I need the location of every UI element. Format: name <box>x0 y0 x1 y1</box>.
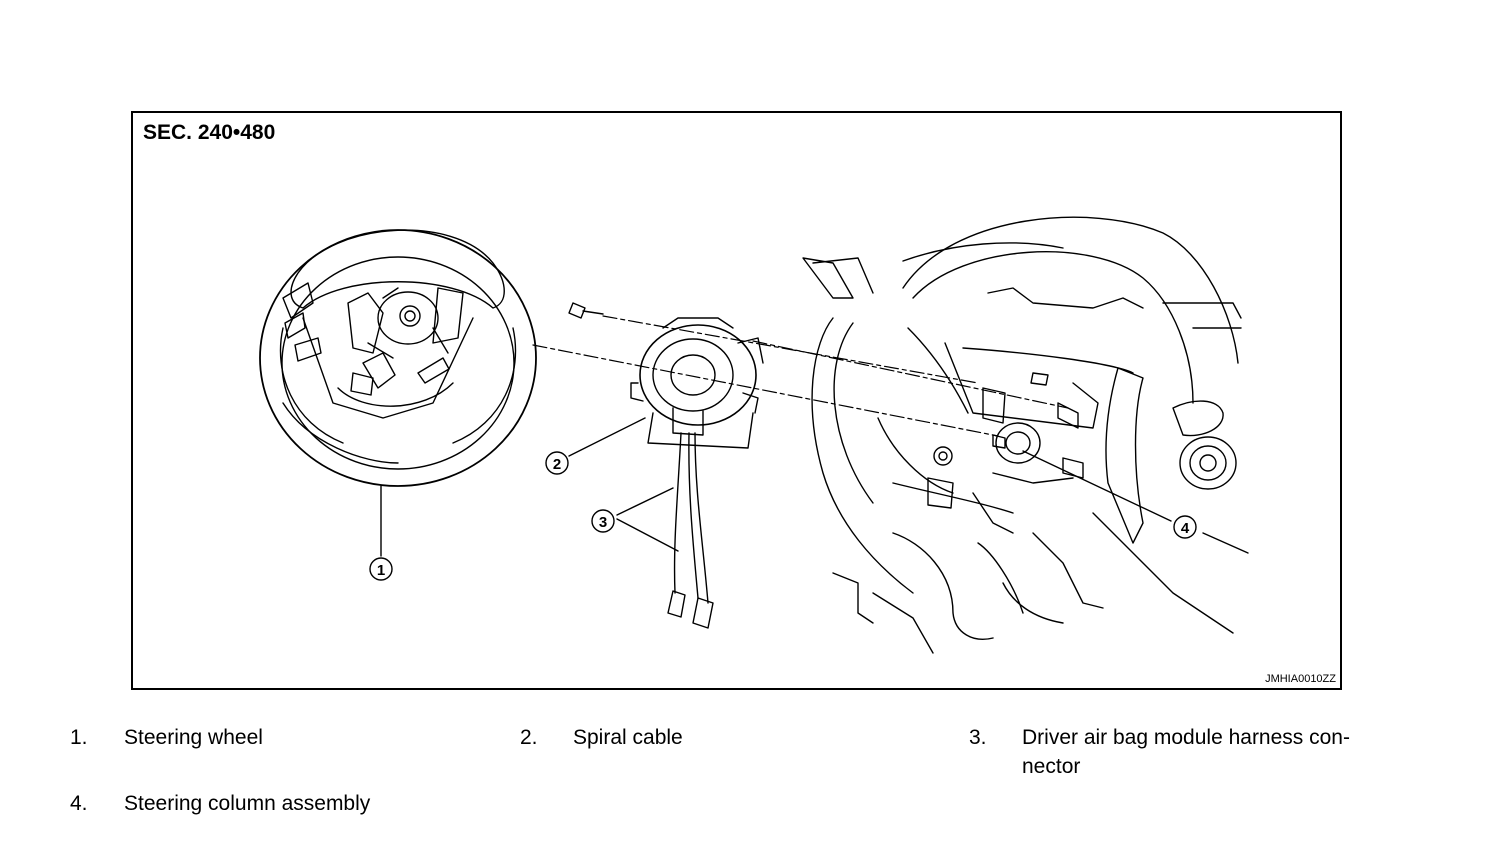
alignment-lines <box>532 315 1069 437</box>
legend-number-2: 2. <box>520 726 538 749</box>
legend-label-harness-connector: Driver air bag module harness con- necto… <box>1022 726 1350 778</box>
callout-4: 4 <box>1173 515 1197 539</box>
leader-lines <box>380 417 1172 557</box>
callout-2: 2 <box>545 451 569 475</box>
spiral-cable-illustration <box>568 302 764 629</box>
legend-number-1: 1. <box>70 726 88 749</box>
callout-1: 1 <box>369 557 393 581</box>
exploded-view-drawing: 1 2 3 4 <box>259 216 1249 654</box>
steering-wheel-illustration <box>259 229 537 487</box>
figure-code: JMHIA0010ZZ <box>1265 673 1336 685</box>
legend-number-4: 4. <box>70 792 88 815</box>
steering-column-illustration <box>802 216 1249 654</box>
legend-number-3: 3. <box>969 726 987 749</box>
diagram-figure: 1 2 3 4 SEC. 240•480 JMHIA0010ZZ <box>131 111 1342 690</box>
legend-label-spiral-cable: Spiral cable <box>573 726 683 749</box>
svg-text:3: 3 <box>599 514 607 531</box>
callout-3: 3 <box>591 509 615 533</box>
svg-text:1: 1 <box>377 562 385 579</box>
legend-label-steering-column: Steering column assembly <box>124 792 371 815</box>
svg-text:4: 4 <box>1181 520 1190 537</box>
legend-label-steering-wheel: Steering wheel <box>124 726 263 749</box>
section-reference: SEC. 240•480 <box>143 121 276 144</box>
svg-text:2: 2 <box>553 456 561 473</box>
